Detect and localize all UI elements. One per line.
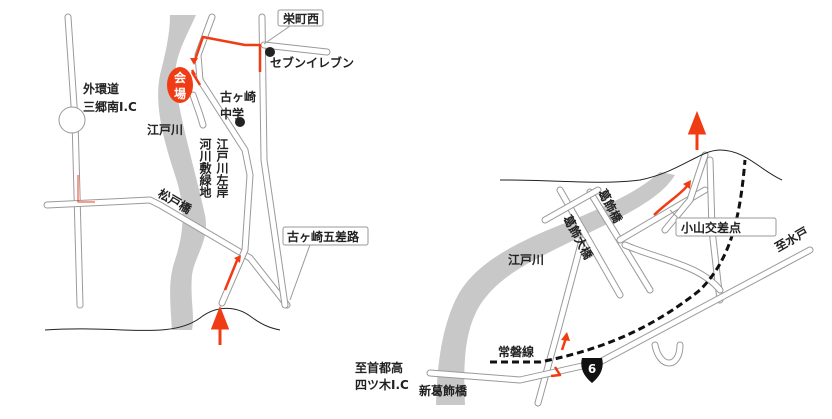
- label-shin-katsushika: 新葛飾橋: [419, 383, 468, 398]
- map-cut-line: [44, 307, 281, 331]
- label-box-sakaecho: [277, 9, 324, 27]
- route-arrow-small: [561, 332, 570, 341]
- label-seven-eleven: セブンイレブン: [270, 55, 354, 70]
- label-to-shutoko: 至首都高: [355, 360, 403, 375]
- label-edogawa: 江戸川: [147, 122, 183, 137]
- label-koyama: 小山交差点: [681, 220, 741, 235]
- route-arrow-small: [683, 180, 691, 189]
- label-gosaro: 古ヶ崎五差路: [287, 229, 360, 244]
- venue-label-2: 場: [174, 86, 186, 101]
- leader-line: [289, 241, 312, 301]
- label-joban-line: 常磐線: [498, 344, 534, 359]
- label-chugaku: 中学: [220, 106, 244, 121]
- route-turn: [550, 366, 562, 378]
- route-number: 6: [588, 362, 596, 376]
- interchange-circle: [58, 106, 86, 134]
- route-to-venue: [193, 35, 262, 72]
- label-box-koyama: [675, 217, 777, 237]
- right-map: 6 小山交差点 葛飾橋 葛飾大橋 江戸川 至水戸 常磐線 至首都高 四ツ木I.C…: [355, 110, 814, 407]
- venue-marker: [167, 67, 193, 103]
- roads-left: [43, 13, 331, 309]
- label-misato-ic: 三郷南I.C: [83, 99, 137, 114]
- label-gaikan: 外環道: [83, 81, 119, 96]
- school-dot: [235, 117, 245, 127]
- route-arrow-small: [234, 255, 241, 263]
- label-kogasaki: 古ヶ崎: [220, 89, 256, 104]
- arrow-up-icon: [210, 305, 230, 345]
- route-segment-right: [653, 184, 689, 216]
- arrow-up-icon: [687, 110, 707, 150]
- route-venue-entry: [190, 69, 202, 86]
- label-box-gosaro: [282, 226, 369, 246]
- label-edogawa-right: 江戸川: [508, 252, 544, 267]
- route-6-shield-icon: [581, 358, 603, 383]
- map-cut-line-right: [499, 149, 783, 183]
- route-segment: [223, 257, 240, 291]
- label-sakaecho-nishi: 栄町西: [282, 11, 319, 26]
- seven-eleven-dot: [265, 47, 275, 57]
- label-riverbed-2: 河川敷緑地: [198, 137, 212, 199]
- arrow-to-venue: [190, 58, 198, 65]
- venue-label-1: 会: [174, 70, 187, 85]
- river-edogawa-right: [436, 172, 675, 405]
- left-map: 会 場 栄町西 セブンイレブン 外環道 三郷南I.C 江戸川 古ヶ崎 中学 江戸…: [43, 9, 369, 345]
- roads-right: [426, 151, 814, 407]
- ic-route: [77, 175, 95, 203]
- label-riverbed-1: 江戸川左岸: [215, 137, 229, 199]
- joban-line-railway: [490, 159, 747, 364]
- label-yotsugi-ic: 四ツ木I.C: [355, 377, 409, 392]
- leader-line: [263, 25, 291, 45]
